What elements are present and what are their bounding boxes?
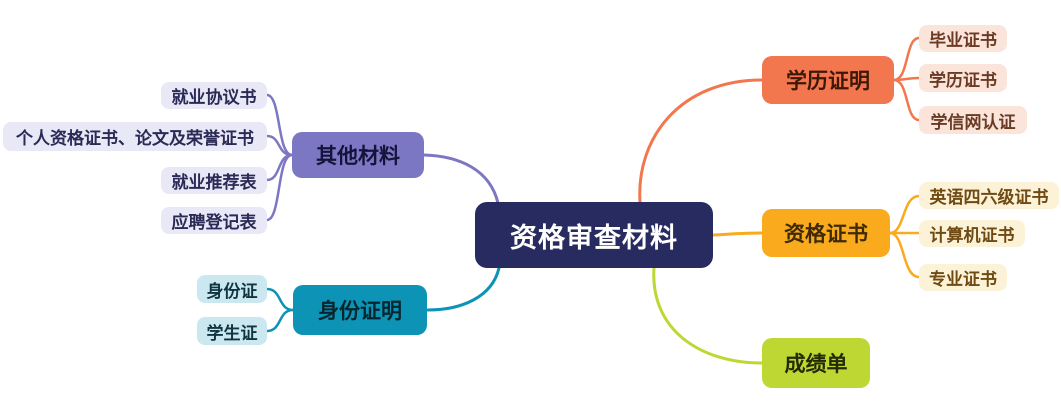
connector-identity-to-idcard [265, 287, 295, 312]
connector-other-to-application [265, 153, 294, 222]
connector-identity-to-studentcard [265, 308, 295, 333]
connector-qualification-to-cet [888, 194, 921, 235]
central-node-qualification-review-materials[interactable]: 资格审查材料 [475, 202, 713, 268]
leaf-degree-certificate[interactable]: 学历证书 [919, 64, 1007, 92]
leaf-employment-agreement[interactable]: 就业协议书 [161, 82, 267, 109]
branch-transcript[interactable]: 成绩单 [762, 338, 870, 388]
connector-qualification-to-professional [888, 231, 921, 279]
leaf-personal-certs-papers-honors[interactable]: 个人资格证书、论文及荣誉证书 [3, 122, 267, 151]
connector-central-to-transcript [652, 266, 764, 365]
leaf-cet4-cet6-certificate[interactable]: 英语四六级证书 [919, 182, 1059, 209]
leaf-id-card[interactable]: 身份证 [197, 275, 267, 303]
connector-academic-to-diploma [892, 36, 921, 82]
branch-identity-proof[interactable]: 身份证明 [293, 285, 427, 335]
leaf-student-card[interactable]: 学生证 [197, 317, 267, 345]
connector-academic-to-chsi [892, 78, 921, 122]
connector-central-to-other [422, 153, 500, 205]
branch-other-materials[interactable]: 其他材料 [292, 132, 424, 178]
leaf-chsi-verification[interactable]: 学信网认证 [919, 106, 1027, 134]
connector-central-to-identity [426, 266, 501, 312]
leaf-professional-certificate[interactable]: 专业证书 [919, 264, 1007, 291]
leaf-diploma-certificate[interactable]: 毕业证书 [919, 25, 1007, 52]
connector-central-to-qualification [711, 231, 764, 237]
connector-central-to-academic [638, 78, 764, 204]
branch-qualification-certificates[interactable]: 资格证书 [762, 209, 890, 257]
leaf-employment-recommendation-form[interactable]: 就业推荐表 [161, 167, 267, 194]
connector-other-to-recommendation [265, 153, 294, 182]
leaf-application-registration-form[interactable]: 应聘登记表 [161, 207, 267, 234]
branch-academic-credentials[interactable]: 学历证明 [762, 56, 894, 104]
leaf-computer-certificate[interactable]: 计算机证书 [919, 220, 1025, 247]
